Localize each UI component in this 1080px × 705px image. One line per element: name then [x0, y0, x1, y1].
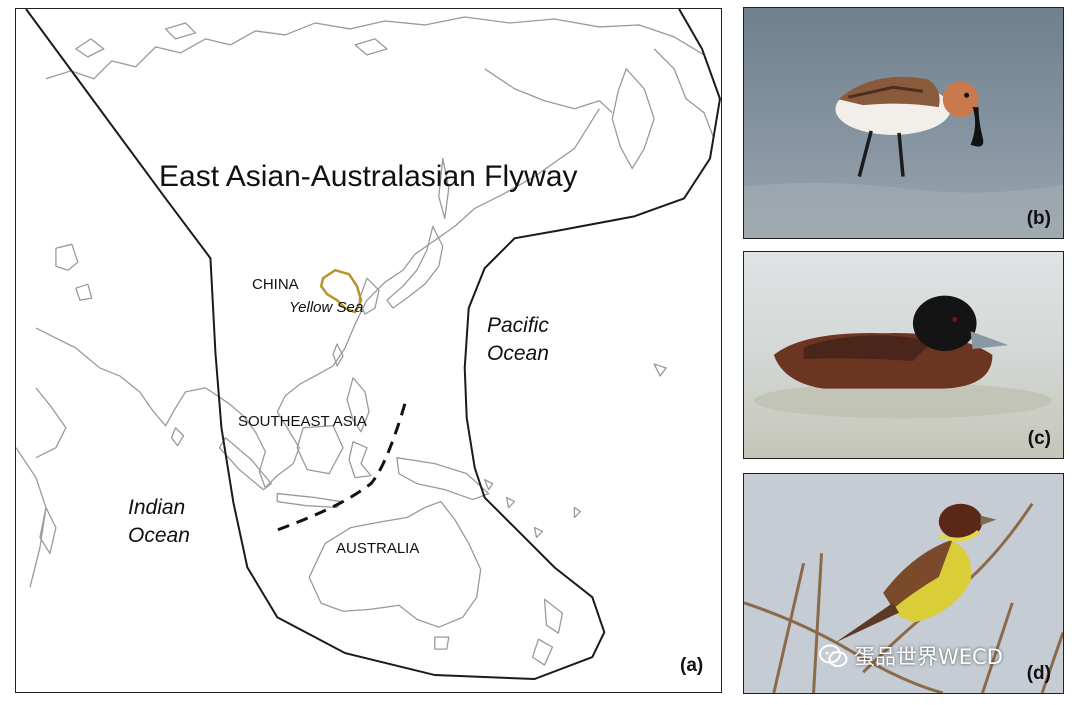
- taiwan: [332, 343, 344, 367]
- japan: [386, 225, 444, 309]
- panel-tag-b: (b): [1026, 208, 1051, 229]
- sri-lanka: [170, 427, 185, 447]
- java: [276, 492, 342, 509]
- panel-tag-d: (d): [1026, 663, 1051, 684]
- panel-tag-c: (c): [1027, 428, 1051, 449]
- flyway-map-panel: East Asian-Australasian Flyway CHINA Yel…: [15, 8, 722, 693]
- australia-coast: [308, 500, 482, 628]
- label-pacific-ocean: Pacific Ocean: [487, 312, 549, 368]
- new-zealand: [531, 598, 564, 666]
- central-asia-lakes: [55, 243, 93, 301]
- yellow-sea-outline: [319, 268, 363, 314]
- bunting-figure: [835, 503, 997, 643]
- label-china: CHINA: [252, 276, 299, 293]
- label-indian-line2: Ocean: [128, 524, 190, 547]
- label-indian-line1: Indian: [128, 496, 186, 519]
- philippines: [346, 377, 370, 433]
- watermark-text: 蛋品世界WECD: [854, 645, 1003, 669]
- tasmania: [434, 636, 450, 650]
- photo-panel-d: (d): [743, 473, 1064, 694]
- arabia-coast: [35, 387, 67, 459]
- label-pacific-line1: Pacific: [487, 314, 549, 337]
- coastlines: [16, 16, 715, 666]
- africa-coast: [16, 447, 47, 588]
- borneo: [296, 425, 344, 475]
- east-asia-coast: [276, 108, 600, 413]
- dashed-division-line: [272, 403, 407, 533]
- map-title: East Asian-Australasian Flyway: [159, 160, 578, 193]
- sakhalin: [438, 157, 450, 220]
- shorebird-photo: [744, 8, 1063, 238]
- flyway-map: [16, 9, 721, 681]
- sulawesi: [348, 441, 372, 479]
- label-indian-ocean: Indian Ocean: [128, 494, 190, 550]
- shorebird-figure: [835, 76, 984, 177]
- label-yellow-sea: Yellow Sea: [289, 299, 364, 316]
- flyway-boundary: [25, 9, 721, 681]
- label-southeast-asia: SOUTHEAST ASIA: [238, 413, 367, 430]
- label-australia: AUSTRALIA: [336, 540, 420, 557]
- duck-figure: [773, 295, 1009, 389]
- pacific-islands: [484, 363, 667, 539]
- duck-photo: [744, 252, 1063, 458]
- okhotsk-coast: [484, 68, 613, 114]
- arctic-islands: [75, 22, 388, 58]
- siberia-coast: [45, 16, 705, 80]
- indian-coast: [35, 327, 230, 427]
- watermark: 蛋品世界WECD: [818, 641, 1003, 671]
- madagascar: [39, 506, 57, 555]
- panel-tag-a: (a): [680, 655, 704, 676]
- photo-panel-b: (b): [743, 7, 1064, 239]
- label-pacific-line2: Ocean: [487, 342, 549, 365]
- wechat-logo-icon: [819, 644, 848, 667]
- photo-panel-c: (c): [743, 251, 1064, 459]
- alaska-coast: [653, 48, 715, 139]
- new-guinea: [396, 457, 490, 501]
- kamchatka: [611, 68, 655, 170]
- sumatra: [218, 437, 272, 491]
- bunting-photo: [744, 474, 1063, 693]
